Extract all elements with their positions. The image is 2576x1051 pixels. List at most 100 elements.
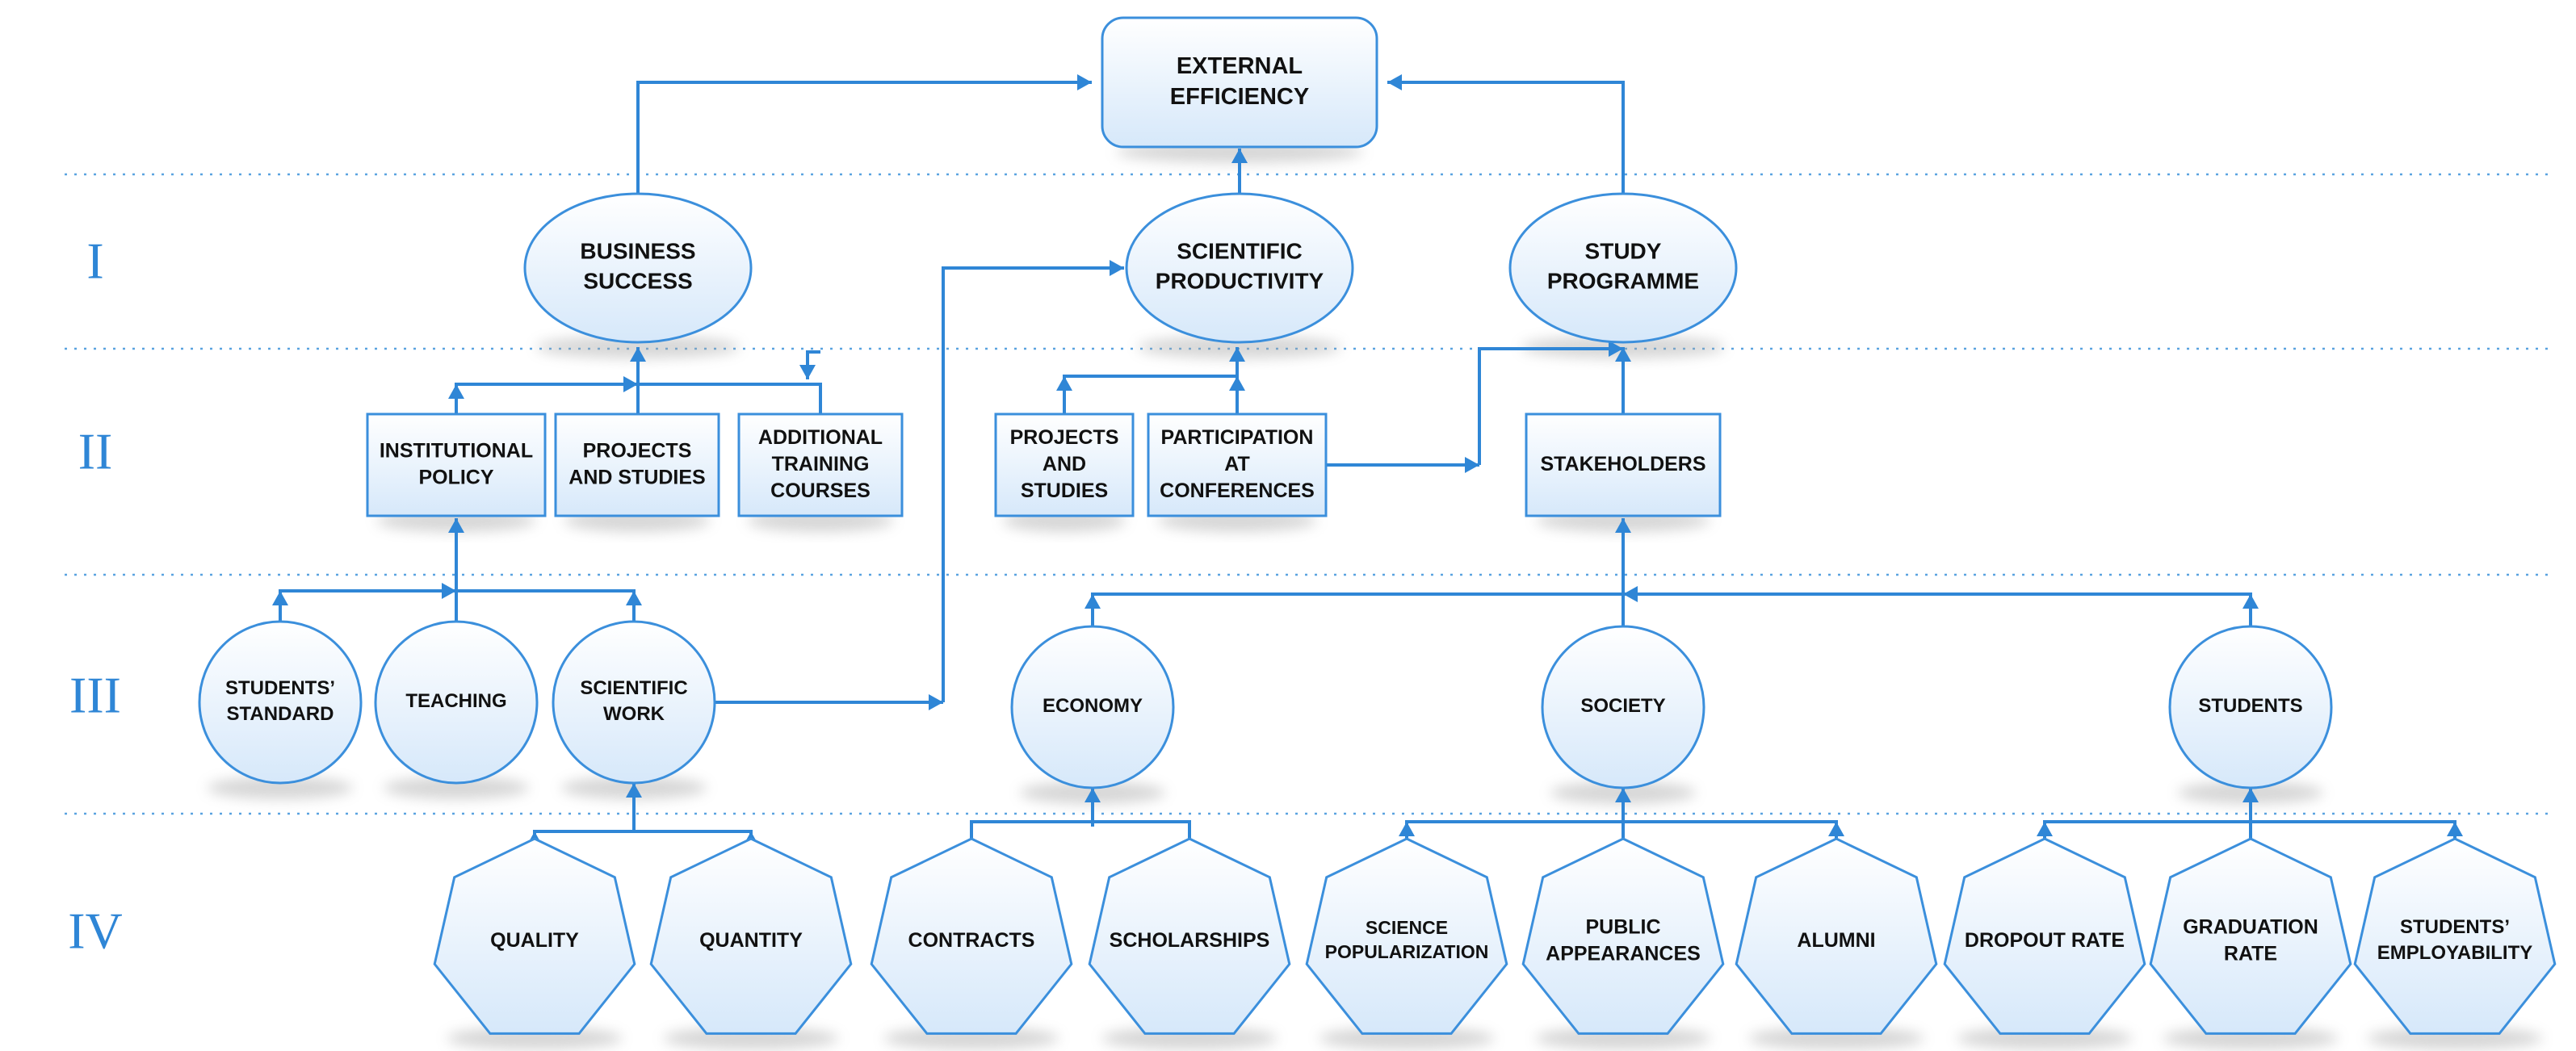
- node-economy: ECONOMY: [1010, 625, 1175, 789]
- node-economy-shape: [1010, 625, 1175, 789]
- node-scientific-work-shape: [552, 620, 716, 785]
- arrow-head: [442, 583, 456, 599]
- node-quality-shape: [433, 837, 636, 1035]
- node-participation-at-conferences-shape: [1147, 412, 1328, 517]
- arrow-head: [623, 376, 638, 392]
- node-teaching: TEACHING: [374, 620, 539, 785]
- node-scientific-productivity-shape: [1125, 192, 1354, 344]
- node-students: STUDENTS: [2168, 625, 2333, 789]
- arrow-head: [1615, 788, 1631, 802]
- node-teaching-shape: [374, 620, 539, 785]
- level-label-3: III: [69, 667, 121, 724]
- arrow-head: [626, 783, 642, 798]
- arrow-head: [1387, 74, 1402, 90]
- node-students-standard-label: STUDENTS’STANDARD: [225, 678, 335, 726]
- arrow-head: [1229, 376, 1245, 391]
- arrow-head: [1077, 74, 1092, 90]
- connector-lines: [272, 74, 2463, 848]
- arrow-head: [1623, 586, 1638, 602]
- node-students-employability: STUDENTS’EMPLOYABILITY: [2353, 837, 2557, 1035]
- node-dropout-rate-shape: [1943, 837, 2146, 1035]
- arrow-head: [1056, 376, 1072, 391]
- node-stakeholders-shape: [1525, 412, 1722, 517]
- arrow-head: [630, 347, 646, 362]
- node-students-standard-shadow: [208, 777, 353, 799]
- node-contracts-shape: [870, 837, 1073, 1035]
- connector-2: [1387, 81, 1625, 194]
- node-public-appearances-shape: [1521, 837, 1725, 1035]
- connector-15: [942, 266, 1124, 702]
- node-dropout-rate: DROPOUT RATE: [1943, 837, 2146, 1035]
- node-business-success-shape: [523, 192, 753, 344]
- node-quantity-label: QUANTITY: [699, 929, 803, 952]
- arrow-head: [448, 384, 464, 399]
- node-external-efficiency-shape: [1101, 16, 1378, 149]
- node-stakeholders-label: STAKEHOLDERS: [1540, 453, 1705, 475]
- node-economy-label: ECONOMY: [1043, 695, 1143, 717]
- connector-13: [279, 589, 636, 622]
- arrow-head: [1465, 457, 1479, 473]
- node-alumni-label: ALUMNI: [1797, 929, 1875, 952]
- node-scholarships-shape: [1088, 837, 1291, 1035]
- arrow-head: [1231, 149, 1248, 163]
- arrow-head: [2037, 822, 2053, 836]
- node-contracts: CONTRACTS: [870, 837, 1073, 1035]
- arrow-head: [1085, 594, 1101, 609]
- node-quantity: QUANTITY: [649, 837, 853, 1035]
- node-teaching-label: TEACHING: [405, 690, 506, 712]
- level-label-2: II: [78, 423, 113, 480]
- arrow-head: [1609, 341, 1623, 357]
- node-scholarships-label: SCHOLARSHIPS: [1110, 929, 1270, 952]
- node-students-standard-shape: [198, 620, 363, 785]
- arrow-head: [2447, 822, 2463, 836]
- arrow-head: [272, 591, 288, 605]
- level-label-1: I: [86, 232, 103, 290]
- arrow-head: [2242, 594, 2259, 609]
- node-science-popularization-shape: [1305, 837, 1508, 1035]
- connector-10: [1478, 347, 1623, 465]
- node-study-programme-shape: [1508, 192, 1738, 344]
- arrow-head: [929, 694, 943, 710]
- node-scholarships: SCHOLARSHIPS: [1088, 837, 1291, 1035]
- arrow-head: [1828, 822, 1844, 836]
- node-dropout-rate-label: DROPOUT RATE: [1965, 929, 2125, 952]
- node-society-label: SOCIETY: [1580, 695, 1665, 717]
- node-graduation-rate-shape: [2149, 837, 2352, 1035]
- node-students-employability-shape: [2353, 837, 2557, 1035]
- arrow-head: [448, 518, 464, 533]
- node-stakeholders: STAKEHOLDERS: [1525, 412, 1722, 517]
- level-label-4: IV: [68, 902, 123, 960]
- node-institutional-policy-shape: [366, 412, 547, 517]
- node-students-employability-label: STUDENTS’EMPLOYABILITY: [2377, 917, 2532, 965]
- arrow-head: [626, 591, 642, 605]
- connector-1: [636, 81, 1092, 194]
- node-quality-label: QUALITY: [490, 929, 579, 952]
- node-students-standard: STUDENTS’STANDARD: [198, 620, 363, 785]
- node-alumni: ALUMNI: [1735, 837, 1938, 1035]
- connector-21: [970, 820, 1191, 848]
- arrow-head: [2242, 788, 2259, 802]
